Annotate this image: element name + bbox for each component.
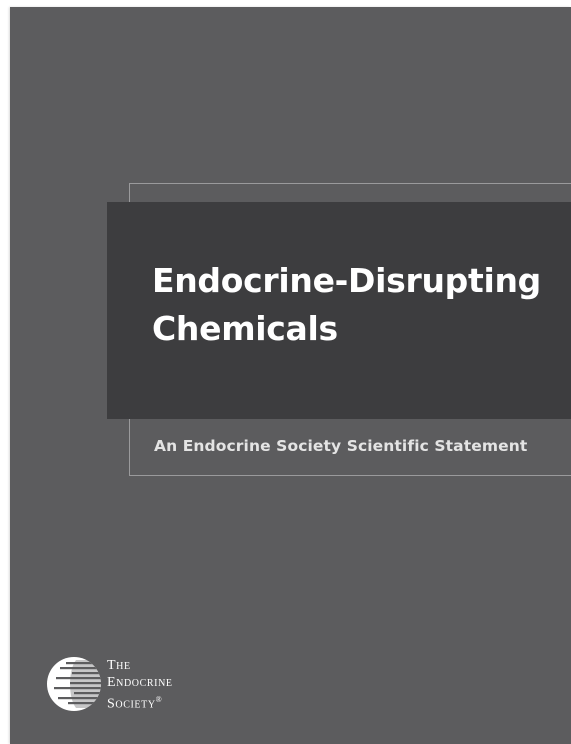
logo-wordmark: The Endocrine Society® bbox=[107, 657, 173, 713]
logo-line-3-text: Society bbox=[107, 696, 156, 712]
document-subtitle: An Endocrine Society Scientific Statemen… bbox=[154, 437, 528, 455]
logo-line-3: Society® bbox=[107, 691, 173, 713]
logo-line-1: The bbox=[107, 658, 131, 673]
cover-page: Endocrine-Disrupting Chemicals An Endocr… bbox=[10, 7, 571, 744]
title-band: Endocrine-Disrupting Chemicals bbox=[107, 202, 571, 419]
registered-mark: ® bbox=[155, 695, 163, 704]
document-title: Endocrine-Disrupting Chemicals bbox=[152, 257, 541, 353]
logo-line-2: Endocrine bbox=[107, 675, 173, 690]
endocrine-society-logo: The Endocrine Society® bbox=[46, 653, 246, 723]
title-line-1: Endocrine-Disrupting bbox=[152, 261, 541, 300]
endocrine-society-logo-icon bbox=[47, 657, 101, 711]
title-line-2: Chemicals bbox=[152, 309, 338, 348]
